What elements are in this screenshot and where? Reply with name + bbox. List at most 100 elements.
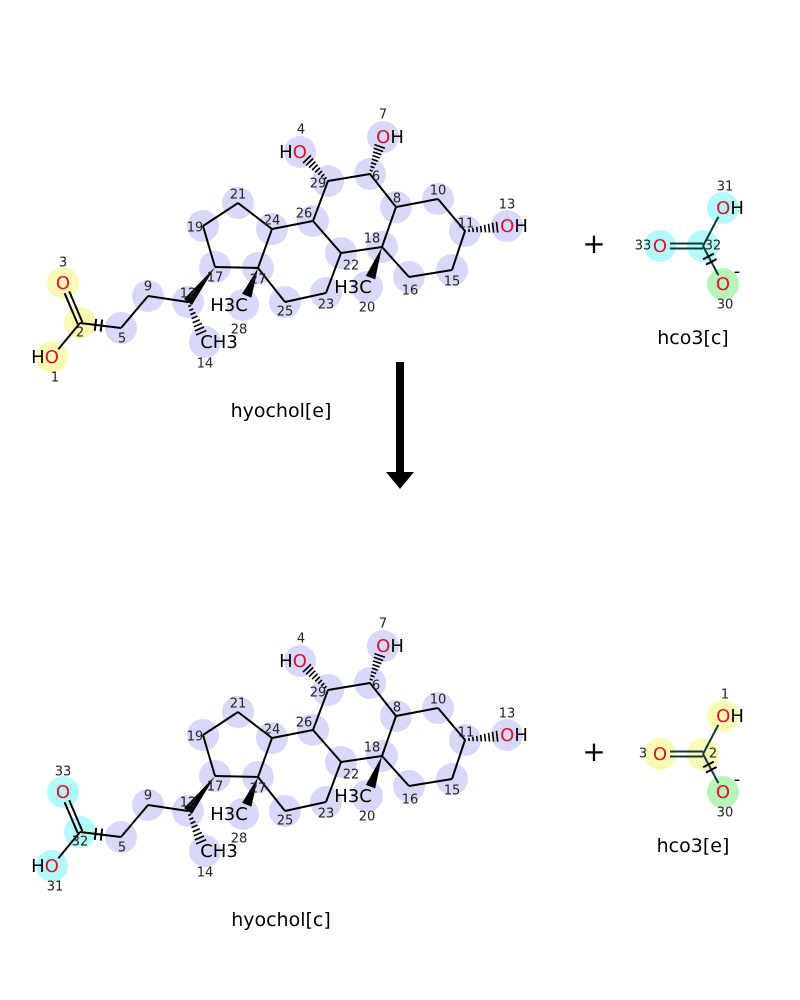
- bond: [214, 775, 259, 778]
- atom-label-o_double: O: [653, 236, 667, 257]
- hash-bond-line: [487, 223, 491, 233]
- label-char: O: [653, 744, 667, 765]
- atom-number: 3: [639, 747, 647, 762]
- bonds: [57, 143, 499, 350]
- hash-bond-line: [190, 311, 196, 316]
- atom-number: 15: [444, 275, 461, 290]
- bond: [312, 689, 329, 731]
- bond: [381, 206, 397, 248]
- hash-bond-line: [369, 169, 373, 172]
- atom-number: 20: [359, 301, 376, 316]
- label-char: O: [45, 856, 59, 877]
- bond-cross-mark: [93, 827, 98, 840]
- atom-number: 32: [72, 835, 89, 850]
- atom-highlight-13: [491, 210, 523, 242]
- atom-number: 12: [180, 796, 197, 811]
- bond: [271, 220, 314, 230]
- hash-bond-line: [495, 730, 499, 742]
- atom-number: 10: [430, 693, 447, 708]
- hash-bond-line: [372, 154, 380, 159]
- atom-number: 2: [76, 326, 84, 341]
- atom-number: 24: [264, 214, 281, 229]
- label-char: H: [279, 651, 293, 672]
- bond: [237, 711, 273, 739]
- hash-bond-line: [191, 315, 198, 320]
- wedge-bond: [365, 247, 382, 280]
- hash-bond-line: [302, 663, 312, 673]
- label-char: H: [390, 636, 404, 657]
- atom-number: 6: [372, 679, 380, 694]
- hash-bond-line: [195, 329, 207, 336]
- atom-number: 33: [55, 765, 72, 780]
- atom-label-3: O: [56, 273, 70, 294]
- hash-bond-line: [323, 176, 328, 180]
- atom-number: 16: [402, 793, 419, 808]
- product-name-hco3: hco3[e]: [657, 835, 730, 857]
- atom-label-13: OH: [500, 216, 528, 237]
- atom-number: 18: [364, 232, 381, 247]
- atom-label-7: OH: [376, 127, 404, 148]
- hash-bond-line: [372, 663, 380, 668]
- bond: [57, 831, 81, 859]
- atom-number: 14: [197, 866, 214, 881]
- atom-number: 28: [231, 832, 248, 847]
- atom-number: 4: [297, 632, 305, 647]
- bond: [237, 202, 273, 230]
- hash-bond-line: [189, 308, 194, 312]
- hash-bond-line: [487, 732, 491, 742]
- atom-highlight-o_minus: [707, 268, 739, 300]
- atom-label-4: HO: [279, 142, 307, 163]
- atom-label-14: CH3: [200, 841, 238, 862]
- atom-number: 1: [721, 688, 729, 703]
- hash-bond-line: [495, 221, 499, 233]
- bond-cross-mark: [93, 318, 98, 331]
- atom-number: 18: [364, 741, 381, 756]
- atom-highlight-4: [284, 645, 316, 677]
- atom-highlight-o_h: [707, 192, 739, 224]
- atom-number: 14: [197, 357, 214, 372]
- bond: [284, 292, 327, 303]
- hash-bond-line: [317, 170, 323, 176]
- hash-bond-line: [483, 224, 487, 233]
- hash-bond-line: [320, 173, 325, 178]
- label-char: O: [500, 216, 514, 237]
- bond: [327, 682, 371, 691]
- charge-label: -: [734, 261, 741, 282]
- wedge-bond: [184, 267, 215, 306]
- bond: [325, 761, 342, 803]
- atom-label-14: CH3: [200, 332, 238, 353]
- atom-number: 4: [297, 123, 305, 138]
- atom-number: 15: [444, 784, 461, 799]
- label-char: H: [514, 216, 528, 237]
- bond: [369, 173, 397, 208]
- bond: [408, 778, 453, 787]
- atom-number: 27: [250, 782, 267, 797]
- hash-bond-line: [372, 660, 382, 665]
- bond: [451, 739, 466, 780]
- atom-label-28: H3C: [210, 804, 248, 825]
- hash-bond-line: [311, 673, 319, 680]
- label-char: H: [31, 347, 45, 368]
- reactant-name-hco3: hco3[c]: [657, 327, 728, 349]
- atom-number: 22: [343, 259, 360, 274]
- atom-number: 16: [402, 284, 419, 299]
- label-char: H: [390, 127, 404, 148]
- charge-label: -: [734, 769, 741, 790]
- hash-bond-line: [369, 678, 373, 681]
- hash-bond-line: [189, 817, 194, 821]
- bond: [395, 707, 439, 717]
- atom-highlight-3: [47, 776, 79, 808]
- hash-bond-line: [373, 147, 384, 153]
- atom-labels: HOOHOOHOHCH3H3CH3C1234567891011121314151…: [31, 108, 528, 386]
- atom-label-o_minus: O: [716, 782, 730, 803]
- atom-number: 32: [705, 239, 722, 254]
- hash-bond-line: [305, 157, 314, 166]
- atom-label-3: O: [56, 782, 70, 803]
- atom-label-1: HO: [31, 856, 59, 877]
- bond: [214, 266, 259, 269]
- atom-number: 28: [231, 323, 248, 338]
- wedge-bond: [242, 268, 258, 298]
